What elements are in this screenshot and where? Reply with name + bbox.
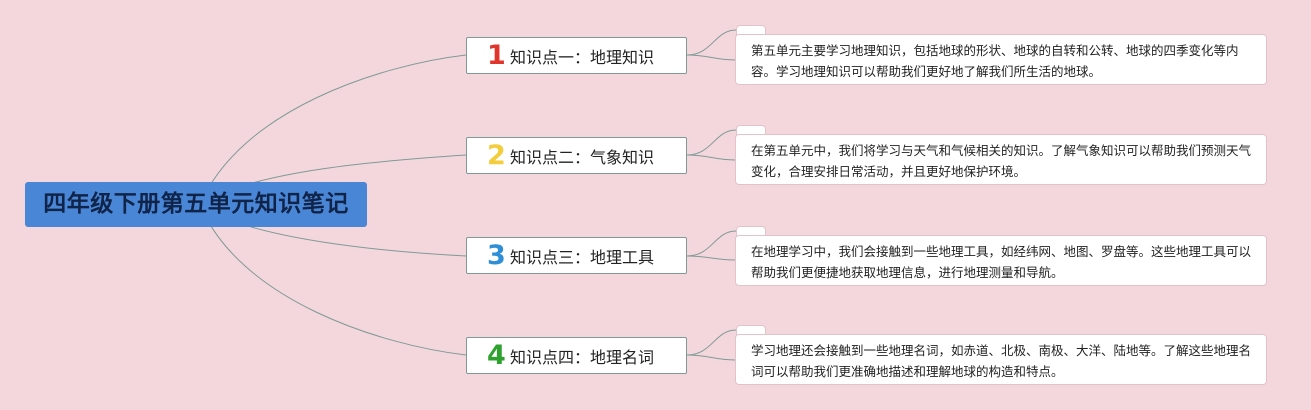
topic-number-3: 3 [487, 240, 506, 271]
note-link-1a [686, 29, 737, 56]
note-box-1[interactable]: 第五单元主要学习地理知识，包括地球的形状、地球的自转和公转、地球的四季变化等内容… [735, 34, 1267, 85]
branch-line-1 [199, 54, 467, 206]
note-link-4b [686, 354, 736, 361]
note-box-3[interactable]: 在地理学习中，我们会接触到一些地理工具，如经纬网、地图、罗盘等。这些地理工具可以… [735, 235, 1267, 286]
note-link-3a [686, 230, 737, 257]
note-tab-3 [736, 226, 766, 236]
topic-node-2[interactable]: 2 知识点二：气象知识 [466, 137, 687, 174]
topic-number-1: 1 [487, 40, 506, 71]
note-box-2[interactable]: 在第五单元中，我们将学习与天气和气候相关的知识。了解气象知识可以帮助我们预测天气… [735, 134, 1267, 185]
topic-number-2: 2 [487, 140, 506, 171]
topic-node-3[interactable]: 3 知识点三：地理工具 [466, 237, 687, 274]
topic-label-3: 知识点三：地理工具 [510, 247, 655, 267]
note-tab-1 [736, 25, 766, 35]
note-box-4[interactable]: 学习地理还会接触到一些地理名词，如赤道、北极、南极、大洋、陆地等。了解这些地理名… [735, 334, 1267, 385]
topic-label-4: 知识点四：地理名词 [510, 347, 655, 367]
topic-label-1: 知识点一：地理知识 [510, 47, 655, 67]
topic-node-1[interactable]: 1 知识点一：地理知识 [466, 37, 687, 74]
note-link-1b [686, 54, 736, 61]
note-link-3b [686, 255, 736, 261]
note-link-4a [686, 329, 737, 356]
note-tab-4 [736, 325, 766, 335]
note-link-2b [686, 154, 736, 161]
topic-node-4[interactable]: 4 知识点四：地理名词 [466, 337, 687, 374]
note-tab-2 [736, 125, 766, 135]
note-link-2a [686, 129, 737, 156]
topic-label-2: 知识点二：气象知识 [510, 147, 655, 167]
branch-line-4 [199, 204, 467, 356]
topic-number-4: 4 [487, 340, 506, 371]
root-node[interactable]: 四年级下册第五单元知识笔记 [25, 182, 367, 227]
